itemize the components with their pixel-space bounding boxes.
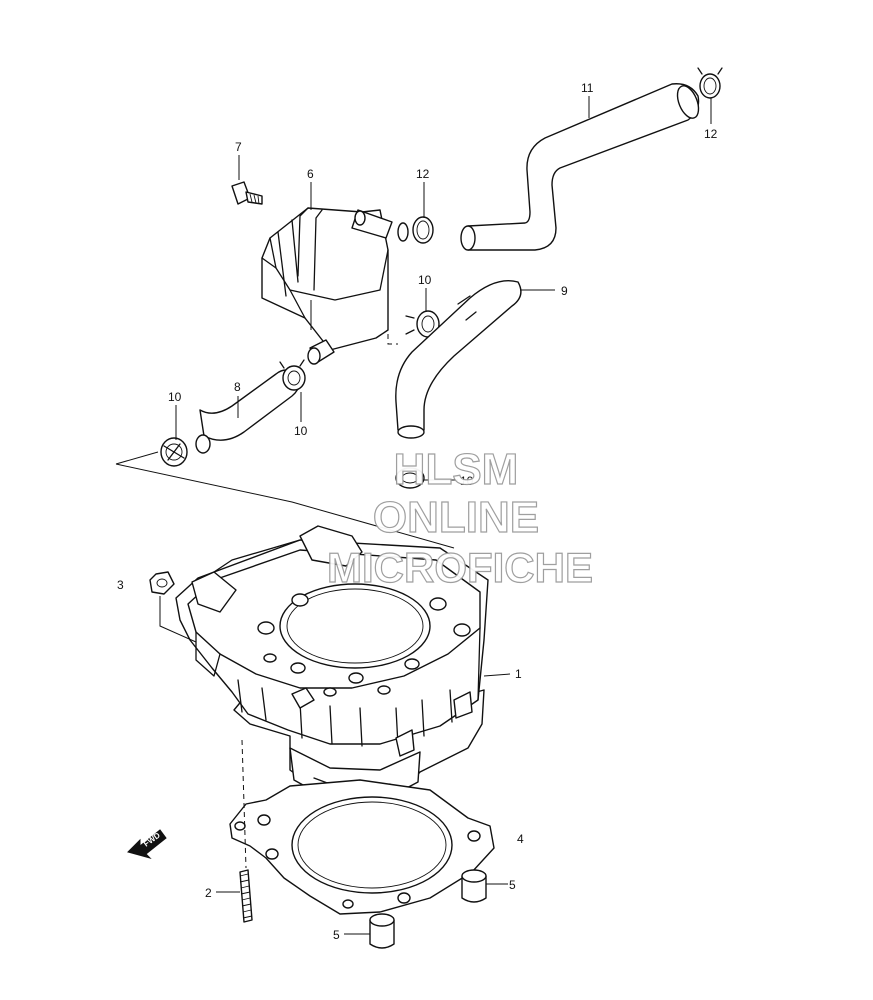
callout-10-left: 10 <box>168 390 182 404</box>
cylinder-1 <box>175 525 489 805</box>
dowel-pin-5-right <box>461 869 487 903</box>
leader-lines <box>159 96 712 935</box>
clamp-12-left <box>397 216 434 244</box>
callout-3: 3 <box>117 578 124 592</box>
callout-12-left: 12 <box>416 167 430 181</box>
callout-11: 11 <box>581 81 594 95</box>
callout-10-upper: 10 <box>418 273 432 287</box>
dowel-pin-5-bottom <box>369 913 395 949</box>
hose-11 <box>460 83 700 251</box>
callout-7: 7 <box>235 140 242 154</box>
callout-10-mid: 10 <box>294 424 308 438</box>
callout-12-right: 12 <box>704 127 718 141</box>
callout-4: 4 <box>517 832 524 846</box>
callout-5-right: 5 <box>509 878 516 892</box>
hose-9 <box>395 280 522 439</box>
watermark: HLSM ONLINE MICROFICHE <box>326 444 593 591</box>
callout-labels: 1 2 3 4 5 5 6 7 8 9 10 10 10 10 11 12 12 <box>117 81 718 942</box>
callout-9: 9 <box>561 284 568 298</box>
clamp-10-mid <box>279 359 306 391</box>
stud-2 <box>239 869 253 923</box>
bolt-3 <box>149 571 175 595</box>
watermark-line-3: MICROFICHE <box>327 544 593 591</box>
clamp-12-right <box>697 67 723 99</box>
gasket-4 <box>229 779 495 915</box>
callout-8: 8 <box>234 380 241 394</box>
clamp-10-lower <box>395 467 425 489</box>
callout-5-bottom: 5 <box>333 928 340 942</box>
reed-valve-6 <box>261 207 393 365</box>
callout-10-lower: 10 <box>460 474 474 488</box>
bolt-7 <box>231 181 263 205</box>
watermark-line-1: HLSM <box>394 445 519 494</box>
fwd-arrow-icon: FWD <box>127 829 167 859</box>
callout-6: 6 <box>307 167 314 181</box>
clamp-10-left <box>160 437 188 467</box>
watermark-line-2: ONLINE <box>373 493 539 542</box>
callout-1: 1 <box>515 667 522 681</box>
clamp-10-upper <box>405 310 440 338</box>
stud-alignment-line <box>241 739 247 869</box>
callout-2: 2 <box>205 886 212 900</box>
